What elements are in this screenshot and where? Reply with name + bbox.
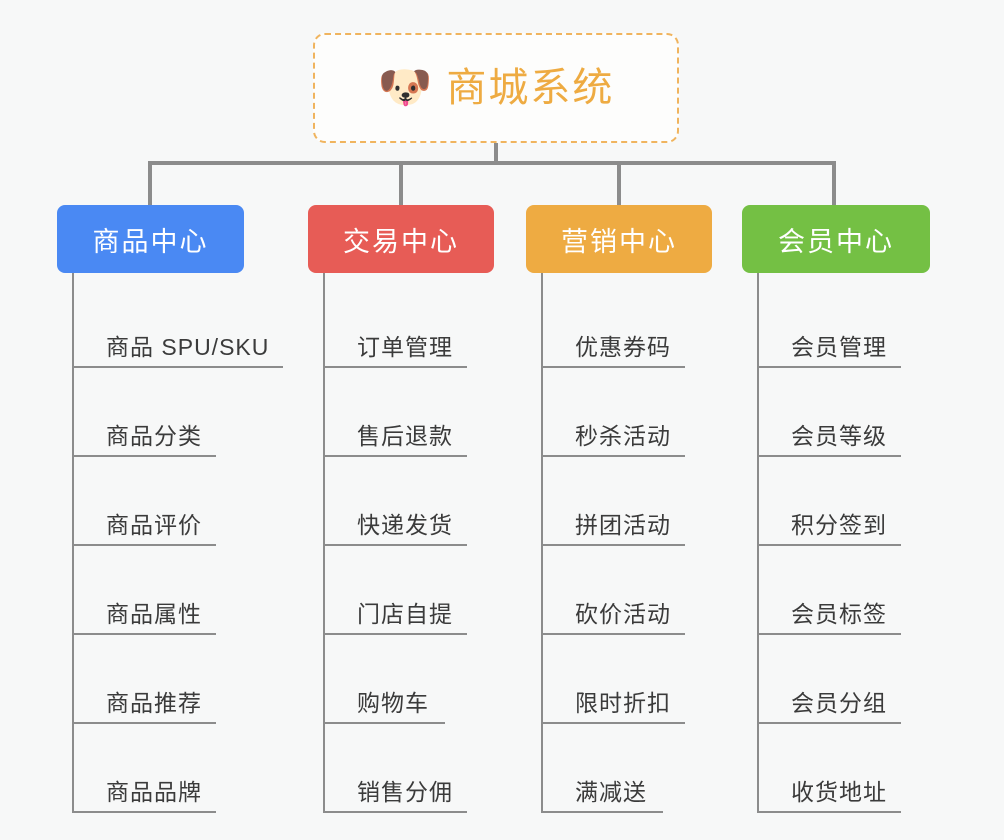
leaf-item[interactable]: 积分签到	[759, 457, 901, 546]
category-column-transaction-center: 交易中心 订单管理 售后退款 快递发货 门店自提 购物车 销售分佣	[308, 205, 494, 813]
category-column-marketing-center: 营销中心 优惠券码 秒杀活动 拼团活动 砍价活动 限时折扣 满减送	[526, 205, 712, 813]
leaf-item[interactable]: 购物车	[325, 635, 445, 724]
leaf-item[interactable]: 会员管理	[759, 285, 901, 368]
connector-drop-2	[399, 161, 403, 207]
leaf-item[interactable]: 会员标签	[759, 546, 901, 635]
leaf-item[interactable]: 满减送	[543, 724, 663, 813]
leaf-item[interactable]: 快递发货	[325, 457, 467, 546]
leaf-item[interactable]: 订单管理	[325, 285, 467, 368]
connector-drop-3	[617, 161, 621, 207]
leaf-item[interactable]: 商品评价	[74, 457, 216, 546]
connector-horizontal-bar	[148, 161, 836, 165]
leaf-item[interactable]: 会员分组	[759, 635, 901, 724]
leaf-item[interactable]: 拼团活动	[543, 457, 685, 546]
leaf-item[interactable]: 商品品牌	[74, 724, 216, 813]
category-header-transaction-center[interactable]: 交易中心	[308, 205, 494, 273]
connector-root-stem	[494, 143, 498, 165]
category-header-product-center[interactable]: 商品中心	[57, 205, 244, 273]
leaf-item[interactable]: 门店自提	[325, 546, 467, 635]
leaf-item[interactable]: 商品推荐	[74, 635, 216, 724]
root-node[interactable]: 🐶 商城系统	[313, 33, 679, 143]
leaf-item[interactable]: 收货地址	[759, 724, 901, 813]
branch-marketing-center: 优惠券码 秒杀活动 拼团活动 砍价活动 限时折扣 满减送	[541, 273, 712, 813]
branch-product-center: 商品 SPU/SKU 商品分类 商品评价 商品属性 商品推荐 商品品牌	[72, 273, 284, 813]
branch-transaction-center: 订单管理 售后退款 快递发货 门店自提 购物车 销售分佣	[323, 273, 494, 813]
leaf-item[interactable]: 会员等级	[759, 368, 901, 457]
category-column-member-center: 会员中心 会员管理 会员等级 积分签到 会员标签 会员分组 收货地址	[742, 205, 930, 813]
category-header-member-center[interactable]: 会员中心	[742, 205, 930, 273]
connector-drop-4	[832, 161, 836, 207]
category-header-marketing-center[interactable]: 营销中心	[526, 205, 712, 273]
leaf-item[interactable]: 商品 SPU/SKU	[74, 285, 284, 368]
leaf-item[interactable]: 砍价活动	[543, 546, 685, 635]
category-column-product-center: 商品中心 商品 SPU/SKU 商品分类 商品评价 商品属性 商品推荐 商品品牌	[57, 205, 284, 813]
leaf-item[interactable]: 商品属性	[74, 546, 216, 635]
root-title: 商城系统	[446, 66, 615, 110]
leaf-item[interactable]: 限时折扣	[543, 635, 685, 724]
leaf-item[interactable]: 优惠券码	[543, 285, 685, 368]
shiba-dog-emoji-icon: 🐶	[377, 63, 433, 112]
leaf-item[interactable]: 售后退款	[325, 368, 467, 457]
leaf-item[interactable]: 商品分类	[74, 368, 216, 457]
leaf-item[interactable]: 销售分佣	[325, 724, 467, 813]
connector-drop-1	[148, 161, 152, 207]
branch-member-center: 会员管理 会员等级 积分签到 会员标签 会员分组 收货地址	[757, 273, 930, 813]
leaf-item[interactable]: 秒杀活动	[543, 368, 685, 457]
